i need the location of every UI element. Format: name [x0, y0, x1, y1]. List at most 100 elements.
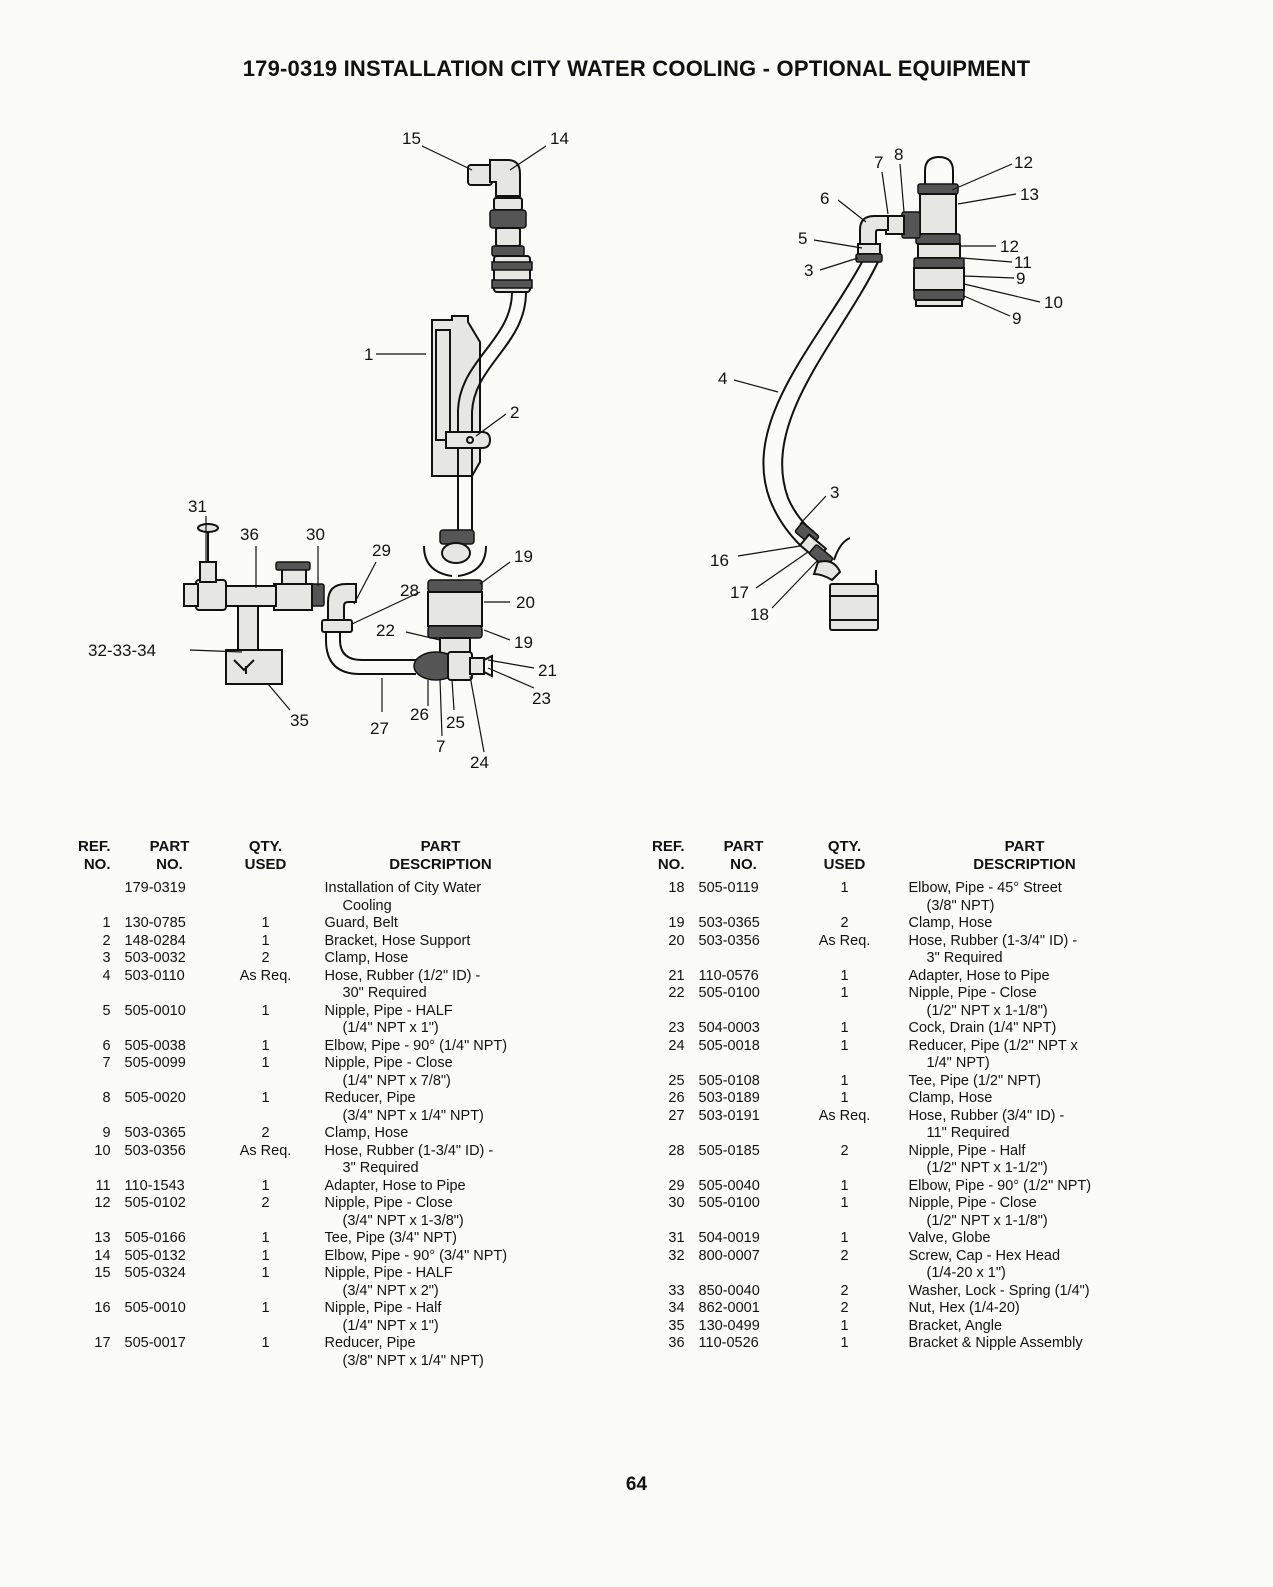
description-continuation: 1/4" NPT)	[926, 1055, 990, 1071]
description-cell: Hose, Rubber (3/4" ID) -11" Required	[891, 1108, 1141, 1143]
description-line: Elbow, Pipe - 90° (1/4" NPT)	[324, 1037, 508, 1054]
description-cell: Hose, Rubber (1-3/4" ID) -3" Required	[891, 933, 1141, 968]
part-number-cell: 110-1543	[124, 1177, 185, 1194]
description-line: Nipple, Pipe - HALF	[324, 1265, 453, 1281]
callout-32-33-34: 32-33-34	[88, 641, 156, 660]
description-line: Nipple, Pipe - Close	[324, 1055, 453, 1071]
callout-11: 11	[1014, 253, 1032, 272]
qty-cell: As Req.	[239, 967, 292, 984]
qty-cell: 1	[840, 1072, 849, 1089]
callout-16: 16	[710, 551, 729, 570]
part-number-cell: 503-0189	[698, 1090, 760, 1106]
ref-cell: 26	[668, 1090, 685, 1106]
qty-cell: As Req.	[818, 1107, 871, 1124]
description-cell: Elbow, Pipe - 90° (3/4" NPT)	[307, 1248, 557, 1266]
qty-cell: 2	[840, 915, 849, 931]
part-number-cell: 505-0132	[124, 1247, 186, 1264]
callout-24: 24	[470, 753, 489, 772]
part-number-cell: 504-0019	[698, 1230, 760, 1246]
qty-cell: 1	[840, 967, 849, 984]
description-line: Bracket, Angle	[908, 1317, 1003, 1334]
ref-cell: 25	[668, 1072, 685, 1089]
page-number: 64	[625, 1474, 648, 1495]
qty-cell: 2	[840, 1142, 849, 1159]
callout-labels: 15 14 1 2 31 36 30 29 19 28 20 22 19 32-…	[88, 129, 1063, 772]
description-line: Clamp, Hose	[908, 1090, 993, 1106]
description-line: Hose, Rubber (1-3/4" ID) -	[908, 932, 1078, 949]
qty-cell: As Req.	[239, 1142, 292, 1159]
ref-cell: 23	[668, 1020, 685, 1036]
qty-cell: 1	[261, 1002, 270, 1019]
description-cell: Cock, Drain (1/4" NPT)	[891, 1020, 1141, 1038]
callout-9b: 9	[1012, 309, 1021, 328]
description-cell: Screw, Cap - Hex Head(1/4-20 x 1")	[891, 1248, 1141, 1283]
part-number-cell: 505-0020	[124, 1090, 186, 1106]
callout-23: 23	[532, 689, 551, 708]
qty-cell: 1	[840, 1020, 849, 1036]
part-number-cell: 505-0166	[124, 1230, 186, 1246]
description-cell: Reducer, Pipe(3/4" NPT x 1/4" NPT)	[307, 1090, 557, 1125]
description-continuation: (1/4" NPT x 7/8")	[342, 1072, 451, 1089]
description-line: Guard, Belt	[324, 915, 398, 931]
description-cell: Elbow, Pipe - 90° (1/4" NPT)	[307, 1038, 557, 1056]
description-continuation: (1/4" NPT x 1")	[342, 1317, 439, 1334]
leader-lines	[189, 145, 1041, 753]
part-number-cell: 800-0007	[698, 1247, 760, 1264]
qty-cell: 1	[840, 1037, 849, 1054]
description-line: Nut, Hex (1/4-20)	[908, 1300, 1020, 1316]
ref-cell: 30	[668, 1195, 685, 1211]
part-number-cell: 505-0010	[124, 1300, 186, 1316]
callout-15: 15	[402, 129, 421, 148]
part-number-cell: 505-0099	[124, 1055, 186, 1071]
part-number-cell: 148-0284	[124, 932, 186, 949]
qty-cell: As Req.	[818, 932, 871, 949]
description-cell: Tee, Pipe (3/4" NPT)	[307, 1230, 557, 1248]
callout-4: 4	[718, 369, 727, 388]
description-line: Elbow, Pipe - 90° (1/2" NPT)	[908, 1177, 1092, 1194]
callout-8: 8	[894, 145, 903, 164]
callout-30: 30	[306, 525, 325, 544]
description-cell: Bracket, Hose Support	[307, 933, 557, 951]
part-number-cell: 850-0040	[698, 1282, 760, 1299]
description-cell: Hose, Rubber (1/2" ID) -30" Required	[307, 968, 557, 1003]
description-cell: Clamp, Hose	[891, 1090, 1141, 1108]
description-line: Nipple, Pipe - Half	[908, 1142, 1026, 1159]
description-continuation: (3/4" NPT x 1/4" NPT)	[342, 1107, 484, 1124]
part-number-cell: 110-0526	[698, 1335, 759, 1351]
page-title: 179-0319 INSTALLATION CITY WATER COOLING…	[242, 56, 1031, 81]
ref-cell: 12	[94, 1195, 111, 1211]
description-cell: Nipple, Pipe - Close(3/4" NPT x 1-3/8")	[307, 1195, 557, 1230]
description-line: Clamp, Hose	[324, 950, 409, 966]
callout-10: 10	[1044, 293, 1063, 312]
description-continuation: (3/4" NPT x 1-3/8")	[342, 1212, 464, 1229]
part-number-cell: 504-0003	[698, 1020, 760, 1036]
ref-cell: 24	[668, 1037, 685, 1054]
description-continuation: 3" Required	[342, 1160, 419, 1176]
description-continuation: 30" Required	[342, 985, 427, 1001]
part-number-cell: 503-0356	[698, 932, 760, 949]
ref-cell: 34	[668, 1300, 685, 1316]
description-line: Hose, Rubber (3/4" ID) -	[908, 1107, 1065, 1124]
description-line: Nipple, Pipe - Close	[908, 1195, 1037, 1211]
ref-cell	[78, 880, 125, 915]
description-continuation: (3/8" NPT x 1/4" NPT)	[342, 1352, 484, 1369]
qty-cell	[225, 880, 307, 915]
description-cell: Adapter, Hose to Pipe	[307, 1178, 557, 1196]
ref-cell: 6	[102, 1037, 111, 1054]
